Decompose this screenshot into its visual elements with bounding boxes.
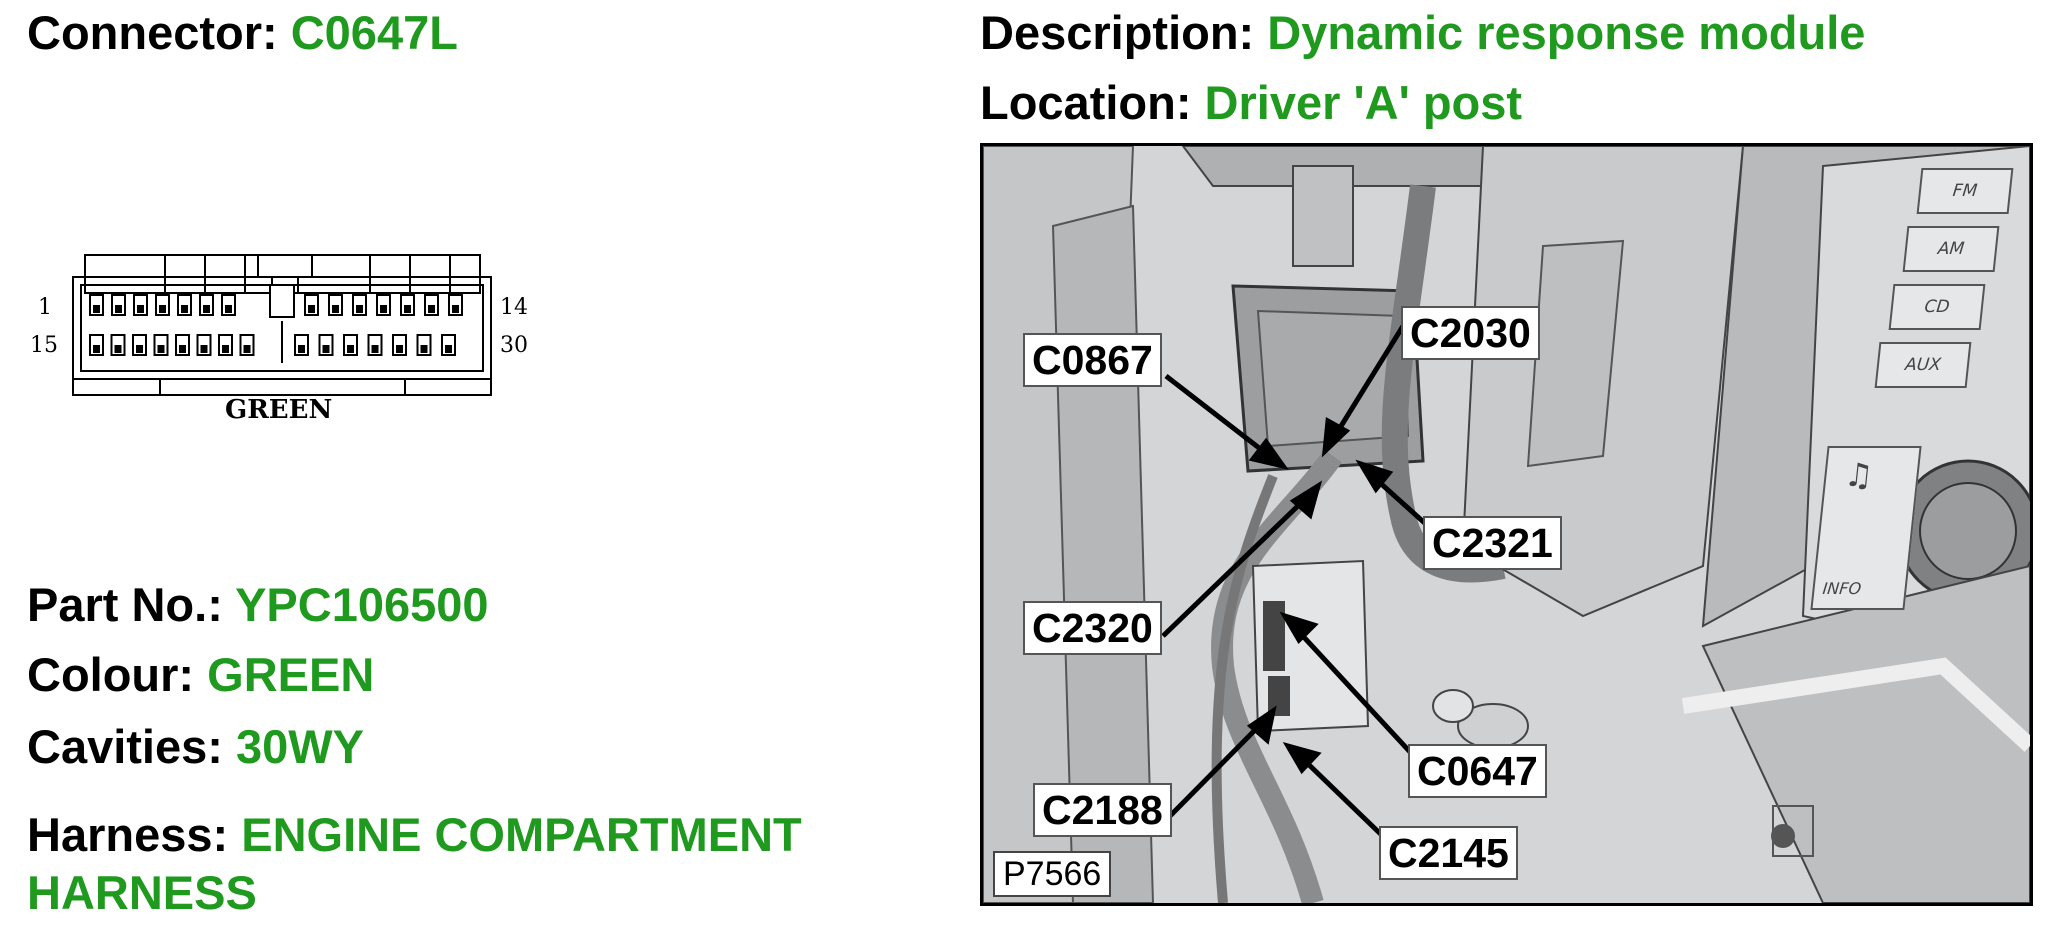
pin-contact (356, 305, 363, 313)
pin-contact (308, 305, 315, 313)
cavities-field: Cavities: 30WY (27, 718, 364, 776)
callout-c2030: C2030 (1401, 306, 1540, 360)
harness-value-line1: ENGINE COMPARTMENT (241, 808, 802, 861)
pin-contact (380, 305, 387, 313)
connector-diagram: 1 15 14 30 GREEN (30, 235, 550, 435)
connector-face-drawing (72, 254, 492, 396)
location-label: Location: (980, 76, 1192, 129)
figure-reference-number: P7566 (993, 851, 1112, 897)
radio-label-cd: CD (1923, 297, 1951, 317)
connector-colour-caption: GREEN (225, 395, 333, 425)
pin-contact (159, 305, 166, 313)
pin-contact (222, 345, 229, 353)
pin-row-bottom (89, 334, 456, 356)
harness-field: Harness: ENGINE COMPARTMENT (27, 806, 802, 864)
radio-button-am: AM (1902, 226, 2000, 272)
pin-contact (322, 345, 330, 353)
pin-contact (114, 345, 122, 353)
pin-contact (136, 345, 143, 353)
radio-label-am: AM (1936, 239, 1966, 259)
colour-value: GREEN (207, 648, 375, 701)
location-photo: FM AM CD AUX ♫ INFO C0867 C2030 C2321 C2… (980, 143, 2033, 906)
pin-contact (225, 305, 232, 313)
description-label: Description: (980, 6, 1255, 59)
pin-contact (347, 345, 354, 353)
pin-contact (93, 305, 100, 313)
pin-contact (243, 345, 251, 353)
callout-c0647: C0647 (1408, 744, 1547, 798)
connector-value: C0647L (290, 6, 458, 59)
colour-field: Colour: GREEN (27, 646, 374, 704)
description-field: Description: Dynamic response module (980, 4, 1865, 62)
location-field: Location: Driver 'A' post (980, 74, 1522, 132)
radio-button-cd: CD (1888, 284, 1986, 330)
radio-label-info: INFO (1821, 579, 1863, 598)
callout-c2188: C2188 (1033, 783, 1172, 837)
pin-contact (137, 305, 144, 313)
colour-label: Colour: (27, 648, 195, 701)
pin-contact (396, 345, 403, 353)
pin-contact (200, 345, 208, 353)
pin-contact (179, 345, 186, 353)
music-note-icon: ♫ (1842, 456, 1876, 494)
pin-contact (93, 345, 100, 353)
connector-label: Connector: (27, 6, 278, 59)
pin-contact (181, 305, 188, 313)
pin-contact (157, 345, 165, 353)
pin-label-bottom-left: 15 (30, 333, 58, 358)
pin-contact (452, 305, 459, 313)
pin-contact (115, 305, 122, 313)
pin-label-top-left: 1 (38, 295, 52, 320)
location-value: Driver 'A' post (1204, 76, 1523, 129)
pin-row-top (89, 294, 463, 316)
pin-contact (428, 305, 435, 313)
callout-c0867: C0867 (1023, 333, 1162, 387)
pin-contact (203, 305, 210, 313)
callout-c2320: C2320 (1023, 601, 1162, 655)
description-value: Dynamic response module (1267, 6, 1866, 59)
harness-value-continuation: HARNESS (27, 864, 257, 922)
pin-contact (445, 345, 452, 353)
pin-contact (371, 345, 379, 353)
pin-contact (420, 345, 428, 353)
pin-contact (298, 345, 305, 353)
pin-contact (332, 305, 339, 313)
radio-button-fm: FM (1916, 168, 2014, 214)
cavities-value: 30WY (235, 720, 364, 773)
cavities-label: Cavities: (27, 720, 223, 773)
radio-label-fm: FM (1951, 181, 1979, 201)
pin-contact (404, 305, 411, 313)
connector-field: Connector: C0647L (27, 4, 458, 62)
harness-value-line2: HARNESS (27, 866, 257, 919)
part-number-field: Part No.: YPC106500 (27, 576, 489, 634)
radio-button-aux: AUX (1874, 342, 1972, 388)
pin-label-top-right: 14 (500, 295, 528, 320)
part-number-value: YPC106500 (235, 578, 489, 631)
radio-button-info: ♫ INFO (1810, 446, 1922, 610)
pin-label-bottom-right: 30 (500, 333, 528, 358)
callout-c2145: C2145 (1379, 826, 1518, 880)
radio-label-aux: AUX (1904, 355, 1942, 375)
part-number-label: Part No.: (27, 578, 223, 631)
harness-label: Harness: (27, 808, 229, 861)
callout-c2321: C2321 (1423, 516, 1562, 570)
